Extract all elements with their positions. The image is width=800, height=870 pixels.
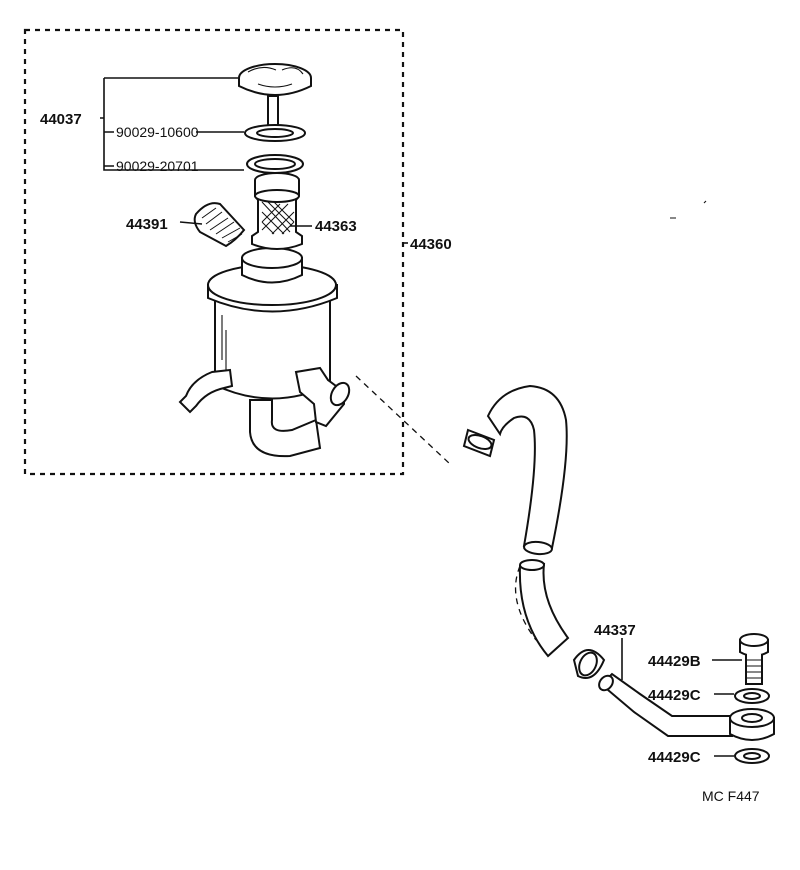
label-reservoir-assy: 44360: [410, 236, 452, 253]
strainer[interactable]: [251, 172, 303, 250]
reservoir-assembly-frame: [23, 28, 405, 476]
gasket-upper[interactable]: [734, 688, 770, 704]
cap-gasket[interactable]: [244, 124, 306, 142]
label-strainer: 44363: [315, 218, 357, 235]
label-gasket-lower: 44429C: [648, 749, 701, 766]
leader-label-insert: [179, 221, 203, 225]
pressure-pipe[interactable]: [596, 672, 733, 737]
stray-mark: [670, 200, 707, 219]
gasket-lower[interactable]: [734, 748, 770, 764]
connection-dashed-line: [355, 375, 451, 465]
cap-packing[interactable]: [246, 154, 304, 174]
hose-clamp-lower[interactable]: [572, 649, 606, 679]
label-cap-packing: 90029-20701: [116, 158, 199, 174]
union-eye[interactable]: [729, 708, 775, 741]
label-cap-assy: 44037: [40, 111, 82, 128]
union-bolt[interactable]: [739, 633, 769, 685]
figure-code: MC F447: [702, 788, 760, 804]
pressure-hose-lower[interactable]: [514, 559, 570, 658]
label-pipe: 44337: [594, 622, 636, 639]
leader-cap-assy: [100, 77, 244, 171]
label-union-bolt: 44429B: [648, 653, 701, 670]
return-hose[interactable]: [486, 384, 568, 556]
reservoir-tank[interactable]: [178, 247, 353, 458]
label-cap-gasket: 90029-10600: [116, 124, 199, 140]
label-insert[interactable]: [193, 202, 246, 248]
reservoir-cap[interactable]: [238, 63, 312, 127]
label-label-insert: 44391: [126, 216, 168, 233]
hose-clamp-upper[interactable]: [462, 428, 496, 458]
label-gasket-upper: 44429C: [648, 687, 701, 704]
